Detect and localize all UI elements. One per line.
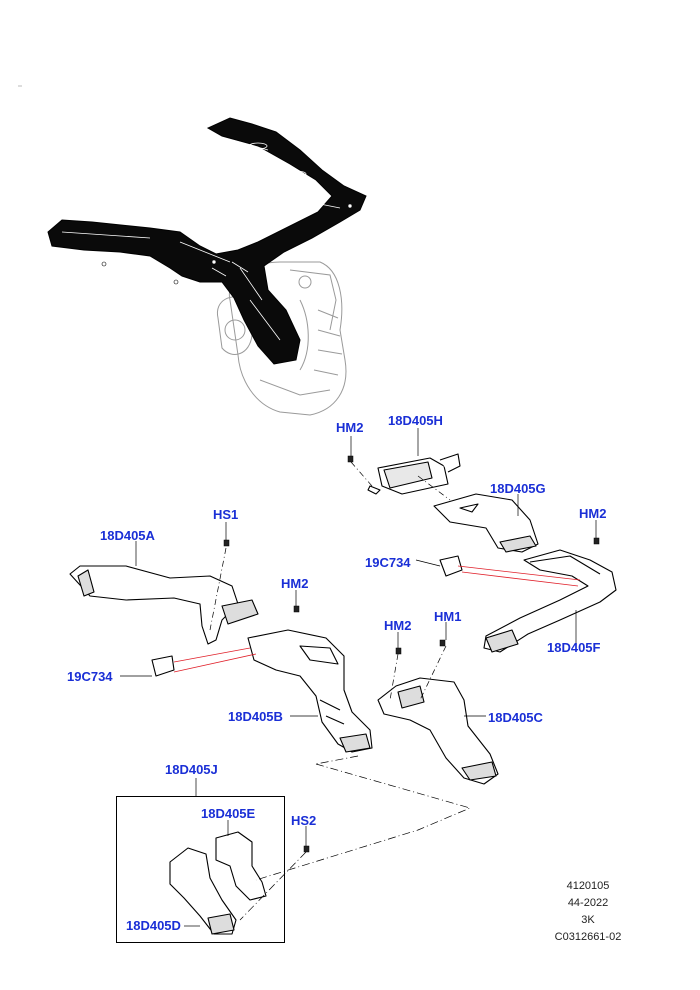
label-18d405h: 18D405H — [388, 413, 443, 428]
footer-line-4: C0312661-02 — [554, 931, 622, 943]
label-hm2-right: HM2 — [579, 506, 607, 521]
label-hs1: HS1 — [213, 507, 239, 522]
label-18d405f: 18D405F — [547, 640, 601, 655]
red-leader-lines — [173, 565, 581, 673]
label-18d405c: 18D405C — [488, 710, 543, 725]
label-18d405g: 18D405G — [490, 481, 546, 496]
label-19c734-right: 19C734 — [365, 555, 411, 570]
label-18d405d: 18D405D — [126, 918, 181, 933]
label-hm2-center: HM2 — [384, 618, 412, 633]
label-18d405e: 18D405E — [201, 806, 256, 821]
leader-lines — [120, 428, 597, 927]
label-18d405j: 18D405J — [165, 762, 218, 777]
footer-reference: 4120105 44-2022 3K C0312661-02 — [543, 878, 633, 946]
exploded-parts — [69, 453, 617, 935]
label-19c734-left: 19C734 — [67, 669, 113, 684]
label-hm2-mid: HM2 — [281, 576, 309, 591]
footer-line-1: 4120105 — [566, 880, 610, 892]
fasteners — [223, 455, 600, 853]
label-18d405b: 18D405B — [228, 709, 283, 724]
label-18d405a: 18D405A — [100, 528, 155, 543]
label-hm2-top: HM2 — [336, 420, 364, 435]
assembly-frame — [116, 796, 285, 943]
label-hs2: HS2 — [291, 813, 317, 828]
footer-line-2: 44-2022 — [567, 897, 609, 909]
overview-assembly — [47, 117, 367, 416]
footer-line-3: 3K — [581, 914, 595, 926]
label-hm1: HM1 — [434, 609, 462, 624]
